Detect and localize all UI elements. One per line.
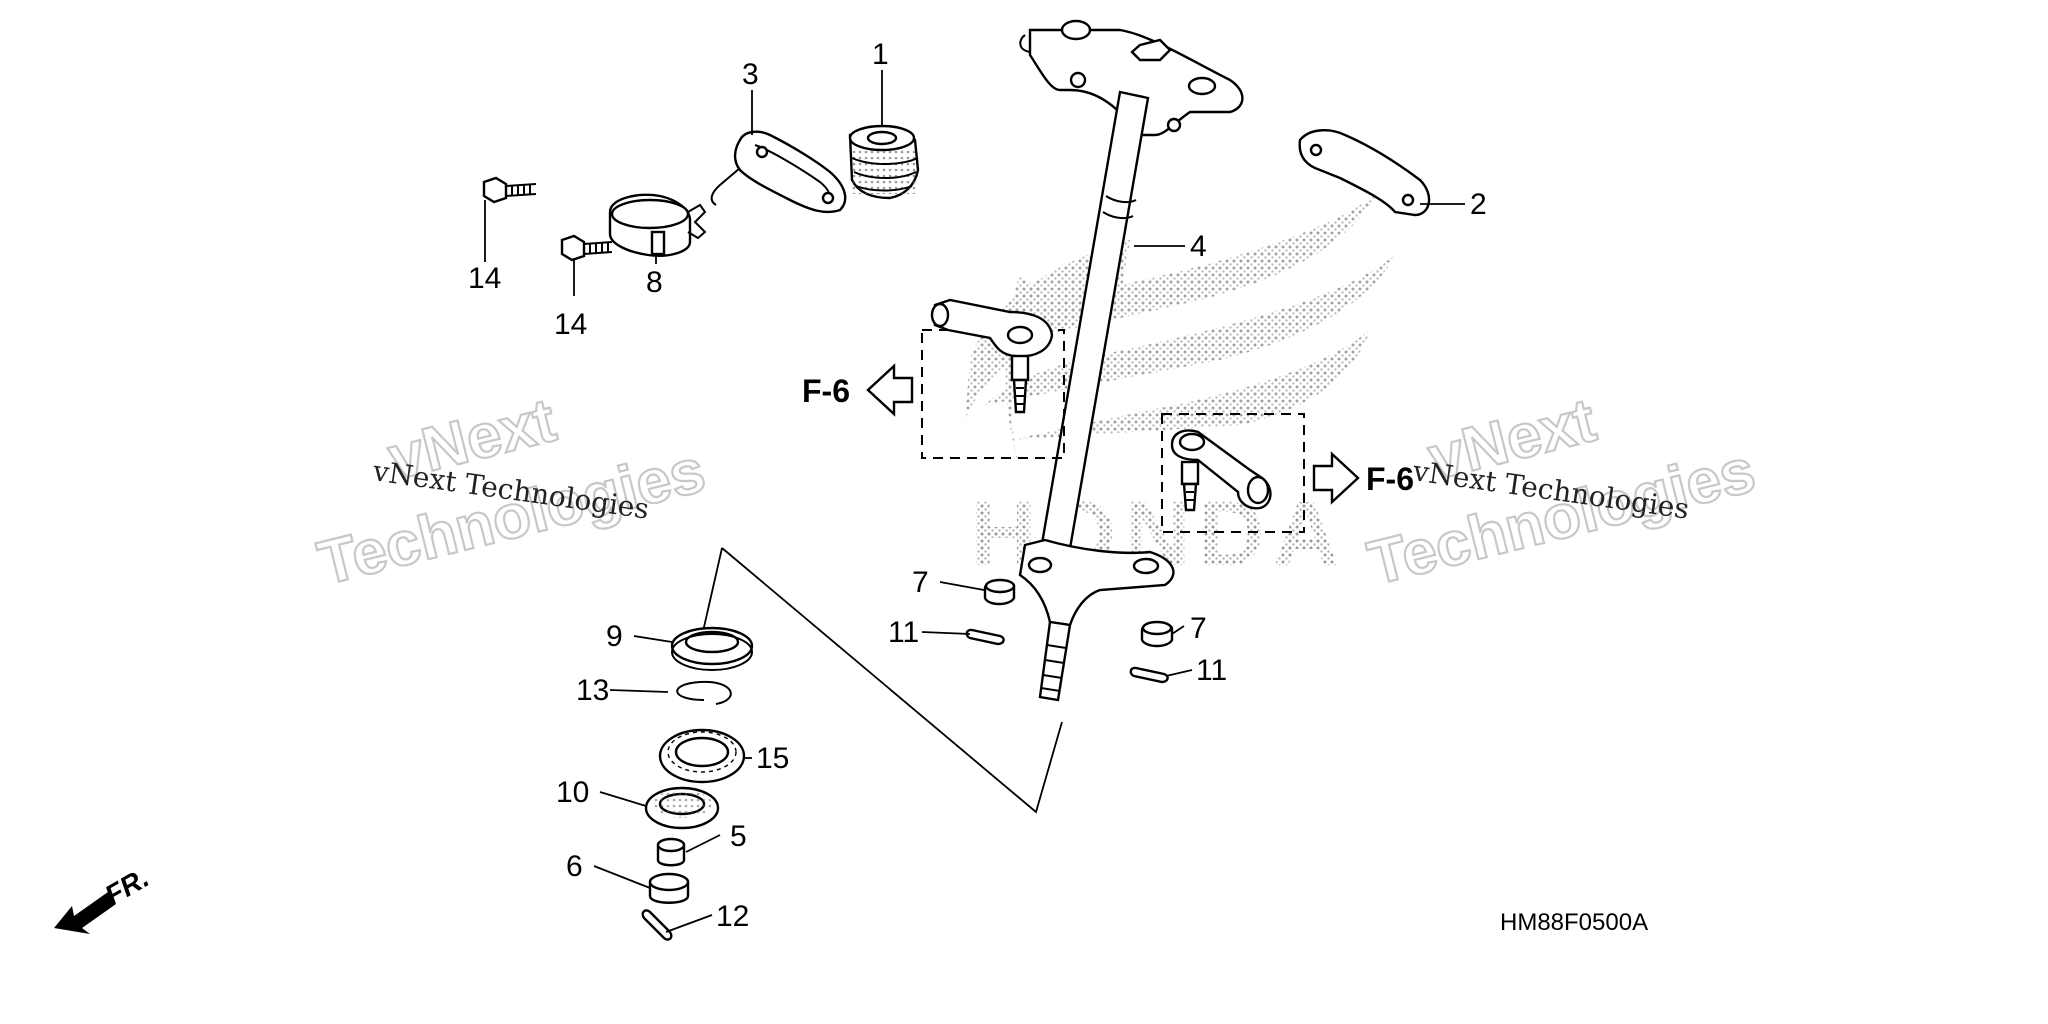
callout-3: 3 [742, 58, 759, 91]
flange-bolt-2 [560, 234, 613, 262]
callout-14b: 14 [554, 308, 587, 341]
cotter-pin-12 [641, 909, 673, 941]
ref-arrow-right: F-6 [1312, 451, 1414, 505]
cotter-pin-11b [1129, 666, 1169, 684]
ref-arrow-left: F-6 [802, 363, 914, 417]
callout-15: 15 [756, 742, 789, 775]
exploded-stack-lines [701, 547, 1063, 814]
steering-shaft [1018, 19, 1244, 702]
leader-lines [484, 70, 1465, 933]
castle-nut-6 [648, 872, 690, 904]
ref-label-right: F-6 [1366, 461, 1414, 497]
band-clamp [608, 193, 707, 257]
castle-nut-7b [1140, 620, 1174, 648]
dust-seal-10 [644, 786, 720, 830]
tie-rod-end-right [1161, 413, 1305, 533]
callout-7a: 7 [912, 566, 929, 599]
watermark-left: vNext Technologies vNext Technologies [311, 385, 713, 600]
callout-9: 9 [606, 620, 623, 653]
collar-5 [656, 837, 686, 867]
callout-10: 10 [556, 776, 589, 809]
shaft-bushing-holder [710, 130, 847, 214]
callout-5: 5 [730, 820, 747, 853]
callout-11b: 11 [1196, 654, 1227, 687]
watermark-right: vNext Technologies vNext Technologies [1361, 385, 1763, 600]
tie-rod-end-left [921, 298, 1065, 459]
callout-11a: 11 [888, 616, 919, 649]
callout-13: 13 [576, 674, 609, 707]
snap-ring-13 [676, 680, 732, 705]
callout-8: 8 [646, 266, 663, 299]
cotter-pin-11a [965, 628, 1005, 646]
callout-7b: 7 [1190, 612, 1207, 645]
dust-seal-boot [848, 124, 920, 200]
callout-2: 2 [1470, 188, 1487, 221]
radial-ball-bearing-15 [658, 728, 746, 784]
ref-label-left: F-6 [802, 373, 850, 409]
callout-6: 6 [566, 850, 583, 883]
diagram-code: HM88F0500A [1500, 909, 1648, 936]
flange-bolt-1 [482, 176, 537, 204]
callout-numbers: 1 2 3 4 5 6 7 7 8 9 10 11 11 12 13 14 14… [468, 38, 1487, 933]
front-direction-arrow: FR. [54, 862, 154, 934]
callout-12: 12 [716, 900, 749, 933]
callout-4: 4 [1190, 230, 1207, 263]
steering-shaft-holder [1298, 129, 1431, 217]
castle-nut-7a [983, 578, 1016, 606]
callout-14a: 14 [468, 262, 501, 295]
callout-1: 1 [872, 38, 889, 71]
oil-seal-9 [670, 626, 754, 671]
